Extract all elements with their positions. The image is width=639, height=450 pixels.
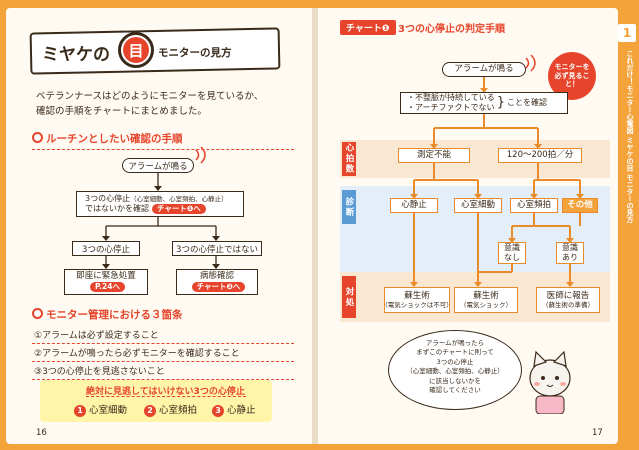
check-line2: ではないかを確認 — [85, 204, 149, 213]
cpr-no-shock-box: 蘇生術（電気ショックは不可） — [381, 287, 453, 313]
warn-num-2: 2 — [144, 404, 156, 417]
rule-item-3: ③3つの心停止を見逃さないこと — [32, 362, 294, 380]
warn-label-3: 心静止 — [227, 405, 256, 416]
asystole-box: 心静止 — [390, 198, 438, 213]
intro-line2: 確認の手順をチャートにまとめました。 — [36, 106, 207, 117]
chart-check-box: ・不整脈が持続している・アーチファクトでない } ことを確認 — [400, 92, 568, 114]
page24-link-pill[interactable]: P.24へ — [90, 282, 125, 293]
flow-no-action-box: 病態確認 チャート❷へ — [176, 269, 258, 295]
report-doctor-box: 医師に報告（蘇生術の準備） — [536, 287, 600, 313]
report-sub: （蘇生術の準備） — [542, 301, 594, 310]
routine-flow-lines — [102, 146, 220, 269]
unconscious-box: 意識 なし — [498, 242, 526, 264]
section-rules-heading: モニター管理における３箇条 — [32, 307, 183, 322]
conscious-box: 意識 あり — [556, 242, 584, 264]
section-circle-icon — [32, 132, 43, 143]
check-line1b: （心室細動、心室頻拍、心静止） — [130, 194, 228, 203]
page-number-left: 16 — [36, 428, 47, 438]
warn-num-3: 3 — [212, 404, 224, 417]
cat-nurse-icon — [529, 350, 571, 414]
flow-alarm-box: アラームが鳴る — [122, 158, 194, 173]
flow-no-box: 3つの心停止ではない — [172, 241, 262, 256]
band-label-diagnosis: 診断 — [342, 190, 356, 224]
note-line-5: に該当しないかを — [429, 376, 481, 385]
section-rules-text: モニター管理における３箇条 — [46, 309, 183, 321]
rules-list: ①アラームは必ず設定すること ②アラームが鳴ったら必ずモニターを確認すること ③… — [32, 326, 294, 380]
intro-line1: ベテランナースはどのようにモニターを見ているか、 — [36, 91, 264, 102]
page-gutter — [312, 8, 318, 444]
alarm-waves-icon — [195, 146, 206, 164]
chart1-link-pill[interactable]: チャート❶へ — [152, 204, 206, 214]
flow-check-box: 3つの心停止（心室細動、心室頻拍、心静止） ではないかを確認チャート❶へ — [76, 191, 244, 217]
section-divider — [32, 149, 294, 150]
side-tab-text: これだけ！モニター心電図 ミヤケの目 モニターの見方 — [626, 50, 634, 223]
side-tab-number: 1 — [618, 24, 636, 42]
chart-title: 3つの心停止の判定手順 — [398, 24, 505, 35]
warn-num-1: 1 — [74, 404, 86, 417]
rule-item-1: ①アラームは必ず設定すること — [32, 326, 294, 344]
left-page: ミヤケの 目 モニターの見方 ベテランナースはどのようにモニターを見ているか、 … — [6, 8, 312, 444]
page-number-right: 17 — [592, 428, 603, 438]
band-label-action: 対処 — [342, 276, 356, 318]
report-text: 医師に報告 — [546, 290, 590, 301]
warning-underline — [86, 396, 246, 397]
cpr2-text: 蘇生術 — [473, 290, 499, 301]
title-part1: ミヤケの — [42, 45, 110, 65]
other-box: その他 — [562, 198, 598, 213]
title-part2: モニターの見方 — [158, 47, 232, 59]
warn-label-2: 心室頻拍 — [159, 405, 198, 416]
side-tab — [618, 8, 636, 444]
band-label-heart-rate: 心拍数 — [342, 142, 356, 176]
unmeasurable-box: 測定不能 — [398, 148, 470, 163]
note-bubble — [388, 330, 522, 410]
cpr2-sub: （電気ショック） — [460, 301, 512, 310]
warning-title: 絶対に見逃してはいけない3つの心停止 — [86, 387, 245, 397]
vt-box: 心室頻拍 — [510, 198, 558, 213]
cpr1-sub: （電気ショックは不可） — [381, 301, 453, 310]
cpr-shock-box: 蘇生術（電気ショック） — [454, 287, 518, 313]
check-line1a: 3つの心停止 — [85, 193, 131, 203]
note-line-4: （心室細動、心室頻拍、心静止） — [406, 367, 504, 376]
eye-icon: 目 — [118, 32, 154, 68]
conscious-text: 意識 あり — [562, 243, 578, 262]
alarm-waves-icon-right — [525, 54, 536, 72]
vf-box: 心室細動 — [454, 198, 502, 213]
yes-action-text: 即座に緊急処置 — [76, 270, 136, 281]
flow-yes-box: 3つの心停止 — [72, 241, 140, 256]
note-line-2: まずこのチャートに則って — [416, 348, 494, 357]
rule-item-2: ②アラームが鳴ったら必ずモニターを確認すること — [32, 344, 294, 362]
rate-box: 120～200拍／分 — [498, 148, 582, 163]
chart2-link-pill[interactable]: チャート❷へ — [191, 282, 246, 293]
check-suffix: ことを確認 — [507, 98, 548, 107]
no-action-text: 病態確認 — [199, 270, 234, 281]
note-text: アラームが鳴ったら まずこのチャートに則って 3つの心停止 （心室細動、心室頻拍… — [394, 339, 516, 396]
chart-tag: チャート❶ — [340, 20, 396, 35]
warn-label-1: 心室細動 — [89, 405, 128, 416]
section-routine-heading: ルーチンとしたい確認の手順 — [32, 131, 183, 146]
unconscious-text: 意識 なし — [504, 243, 520, 262]
eye-char: 目 — [123, 37, 149, 63]
note-line-3: 3つの心停止 — [436, 357, 474, 366]
note-line-6: 確認してください — [429, 386, 481, 395]
check-a: ・不整脈が持続している — [407, 92, 495, 102]
bubble-text: モニターを必ず見ること！ — [554, 63, 590, 89]
chart-alarm-box: アラームが鳴る — [442, 62, 526, 77]
section-circle-icon-2 — [32, 308, 43, 319]
brace-icon: } — [496, 94, 506, 110]
section-routine-text: ルーチンとしたい確認の手順 — [46, 133, 183, 145]
flow-yes-action-box: 即座に緊急処置 P.24へ — [64, 269, 148, 295]
note-line-1: アラームが鳴ったら — [425, 339, 485, 347]
cpr1-text: 蘇生術 — [404, 290, 430, 301]
check-b: ・アーチファクトでない — [407, 103, 495, 112]
